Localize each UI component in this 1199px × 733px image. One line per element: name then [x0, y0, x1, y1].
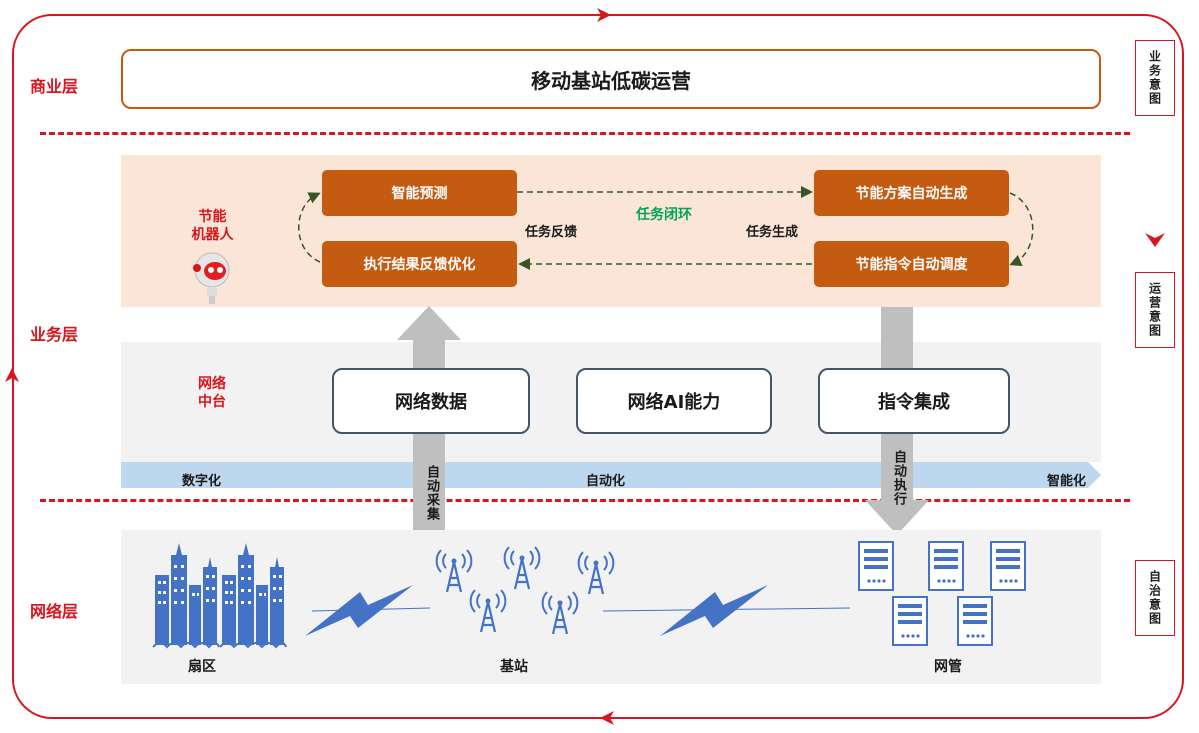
network-data-box: 网络数据	[332, 368, 530, 434]
server-icon	[892, 596, 928, 646]
business-layer-label: 商业层	[30, 77, 79, 96]
progress-automation: 自动化	[586, 474, 626, 489]
separator-top	[40, 132, 1130, 135]
operation-intent-box: 运营意图	[1135, 272, 1175, 348]
bottom-loop-arrow-icon	[600, 711, 614, 725]
server-icon	[957, 596, 993, 646]
business-goal-box: 移动基站低碳运营	[121, 49, 1101, 109]
server-icon	[858, 541, 894, 591]
business-intent-box: 业务意图	[1135, 40, 1175, 116]
auto-execute-label: 自动执行	[891, 450, 906, 506]
progress-intelligence: 智能化	[1047, 474, 1087, 489]
base-station-tower-icon	[577, 550, 615, 596]
command-integration-box: 指令集成	[818, 368, 1010, 434]
separator-bottom	[40, 499, 1130, 502]
base-station-tower-icon	[503, 545, 541, 591]
midplatform-label: 网络 中台	[192, 375, 232, 411]
base-station-tower-icon	[469, 588, 507, 634]
nms-label: 网管	[934, 659, 962, 675]
base-station-tower-icon	[435, 548, 473, 594]
plan-generation-node: 节能方案自动生成	[814, 170, 1009, 216]
task-generate-label: 任务生成	[746, 225, 799, 240]
network-ai-box: 网络AI能力	[576, 368, 772, 434]
result-feedback-node: 执行结果反馈优化	[322, 241, 517, 287]
sector-label: 扇区	[188, 659, 216, 675]
command-scheduling-node: 节能指令自动调度	[814, 241, 1009, 287]
robot-label-line2: 机器人	[191, 227, 234, 243]
outer-loop-frame	[12, 14, 1184, 719]
right-loop-arrow-icon	[1145, 233, 1165, 247]
server-icon	[928, 541, 964, 591]
server-icon	[990, 541, 1026, 591]
wireless-link-icon-2	[660, 585, 768, 636]
base-station-tower-icon	[541, 590, 579, 636]
robot-label: 节能 机器人	[185, 208, 240, 244]
wireless-link-icon-1	[305, 585, 413, 636]
smart-prediction-node: 智能预测	[322, 170, 517, 216]
autonomy-intent-box: 自治意图	[1135, 560, 1175, 636]
sector-building-icon-2	[219, 542, 287, 648]
midplatform-label-line1: 网络	[198, 376, 226, 392]
progress-digital: 数字化	[182, 474, 222, 489]
sector-building-icon-1	[152, 542, 220, 648]
top-loop-arrow-icon	[597, 8, 611, 22]
service-layer-label: 业务层	[30, 325, 79, 344]
midplatform-label-line2: 中台	[198, 394, 226, 410]
auto-collect-label: 自动采集	[424, 465, 439, 521]
left-loop-arrow-icon	[5, 368, 19, 382]
network-layer-label: 网络层	[30, 602, 79, 621]
robot-label-line1: 节能	[198, 209, 227, 225]
base-station-label: 基站	[500, 659, 528, 675]
task-feedback-label: 任务反馈	[525, 225, 578, 240]
task-loop-label: 任务闭环	[636, 207, 692, 223]
